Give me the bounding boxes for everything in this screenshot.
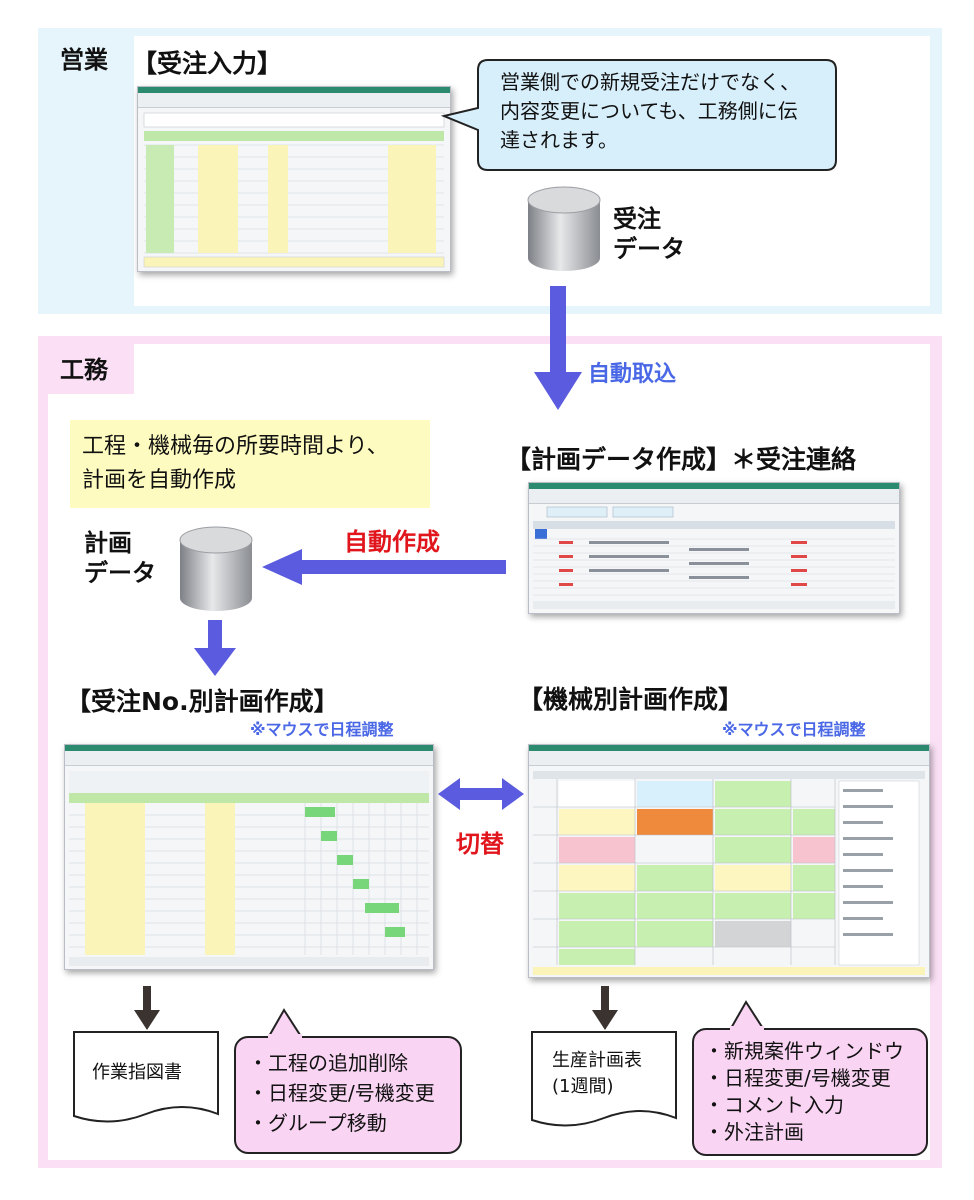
auto-create-arrow	[262, 549, 506, 585]
sales-callout-text: 営業側での新規受注だけでなく、 内容変更についても、工務側に伝 達されます。	[500, 68, 830, 155]
machine-plan-grid-graphic	[533, 771, 925, 975]
switch-arrow	[438, 778, 524, 810]
plan-data-screenshot	[528, 482, 900, 614]
order-plan-screenshot	[64, 744, 434, 970]
order-plan-features: ・工程の追加削除 ・日程変更/号機変更 ・グループ移動	[234, 1036, 462, 1154]
callout-line-3: 達されます。	[500, 128, 618, 152]
callout-line-1: 営業側での新規受注だけでなく、	[500, 70, 800, 94]
order-data-label: 受注 データ	[613, 204, 685, 264]
note-line-2: 計画を自動作成	[82, 468, 237, 493]
auto-plan-note: 工程・機械毎の所要時間より、 計画を自動作成	[70, 420, 430, 508]
production-schedule-doc-shape	[531, 1031, 677, 1127]
plan-data-db-icon	[179, 526, 253, 611]
order-plan-grid-graphic	[69, 771, 429, 966]
work-instruction-doc-shape	[73, 1031, 219, 1123]
production-schedule-line-2: (1週間)	[552, 1076, 614, 1097]
auto-create-label: 自動作成	[344, 528, 440, 556]
auto-import-arrow	[534, 286, 582, 410]
feature-right-2: ・日程変更/号機変更	[704, 1066, 891, 1090]
order-entry-title: 【受注入力】	[132, 49, 283, 78]
production-schedule-doc-label: 生産計画表 (1週間)	[552, 1048, 642, 1100]
switch-label: 切替	[456, 830, 504, 858]
engineering-tag: 工務	[44, 344, 124, 391]
mouse-note-left: ※マウスで日程調整	[250, 720, 394, 739]
order-entry-screenshot	[137, 86, 451, 272]
feature-right-1: ・新規案件ウィンドウ	[704, 1039, 904, 1063]
order-data-label-1: 受注	[613, 205, 661, 233]
order-data-db-icon	[527, 186, 601, 271]
doc-left-arrow	[134, 986, 160, 1030]
work-instruction-doc-label: 作業指図書	[92, 1062, 182, 1083]
feature-right-4: ・外注計画	[704, 1120, 804, 1144]
order-entry-table-graphic	[143, 112, 445, 268]
plan-data-label-1: 計画	[84, 529, 132, 557]
auto-import-label: 自動取込	[588, 362, 677, 387]
callout-line-2: 内容変更についても、工務側に伝	[500, 99, 798, 123]
plan-data-table-graphic	[533, 506, 895, 609]
note-line-1: 工程・機械毎の所要時間より、	[82, 434, 389, 459]
plan-data-title: 【計画データ作成】＊受注連絡	[506, 445, 857, 474]
production-schedule-line-1: 生産計画表	[552, 1050, 642, 1071]
plan-data-label-2: データ	[84, 559, 156, 587]
mouse-note-right: ※マウスで日程調整	[722, 720, 866, 739]
plan-down-arrow	[194, 620, 236, 676]
order-plan-title: 【受注No.別計画作成】	[66, 687, 339, 716]
feature-right-3: ・コメント入力	[704, 1093, 844, 1117]
machine-plan-title: 【機械別計画作成】	[518, 685, 744, 714]
sales-callout-bubble	[440, 59, 837, 171]
machine-plan-features: ・新規案件ウィンドウ ・日程変更/号機変更 ・コメント入力 ・外注計画	[692, 1028, 928, 1156]
plan-data-label: 計画 データ	[84, 528, 156, 588]
feature-left-1: ・工程の追加削除	[248, 1051, 408, 1075]
doc-right-arrow	[592, 986, 618, 1030]
machine-plan-screenshot	[528, 744, 930, 978]
sales-tag: 営業	[44, 34, 124, 81]
feature-left-3: ・グループ移動	[248, 1111, 387, 1135]
feature-left-2: ・日程変更/号機変更	[248, 1081, 435, 1105]
order-data-label-2: データ	[613, 235, 685, 263]
